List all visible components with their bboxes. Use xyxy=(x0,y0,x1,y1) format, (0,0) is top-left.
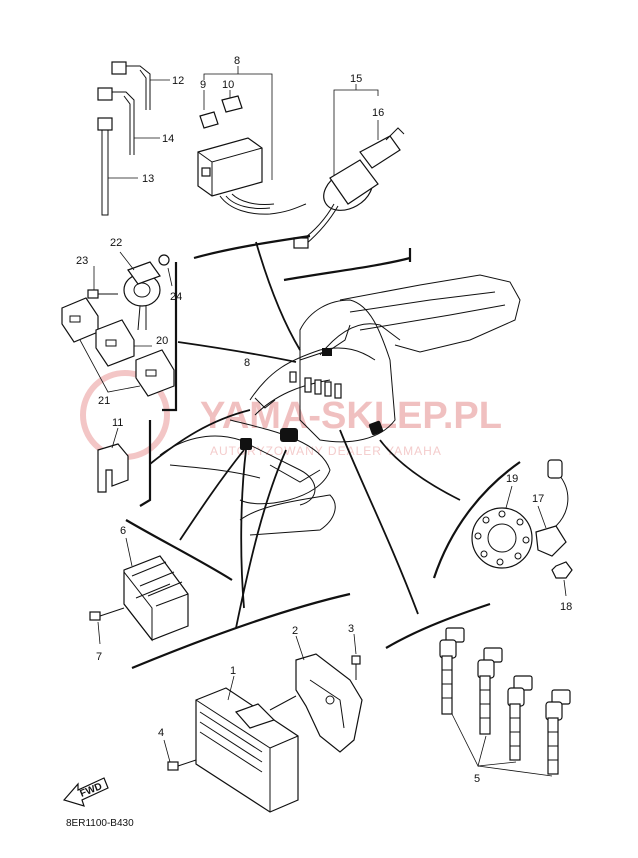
main-switch-group xyxy=(293,84,405,249)
pickup-coil-17 xyxy=(535,459,569,557)
horn-relay-group xyxy=(61,251,175,397)
callout-10: 10 xyxy=(222,79,234,91)
callout-23: 23 xyxy=(76,255,88,267)
bolt-4 xyxy=(167,759,197,771)
harness-connector-a xyxy=(280,428,298,442)
bracket-2 xyxy=(295,653,363,753)
callout-3: 3 xyxy=(348,623,354,635)
ignition-coils-group xyxy=(439,627,571,777)
ecu-1 xyxy=(195,687,299,813)
callout-21: 21 xyxy=(98,395,110,407)
relay-20 xyxy=(95,319,135,367)
callout-8: 8 xyxy=(234,55,240,67)
nut-18 xyxy=(551,561,573,579)
main-switch-body xyxy=(293,127,405,249)
harness-coil-connectors xyxy=(289,371,342,399)
fwd-label: FWD xyxy=(79,781,104,800)
watermark: YAMA-SKLEP.PL AUTORYZOWANY DEALER YAMAHA xyxy=(80,370,502,460)
rectifier-6 xyxy=(123,555,189,642)
fwd-arrow: FWD xyxy=(62,777,109,807)
rotor-19 xyxy=(471,507,533,569)
main-wire-harness xyxy=(240,323,401,450)
horn-22 xyxy=(123,261,161,331)
callout-12: 12 xyxy=(172,75,184,87)
fuse-10 xyxy=(221,95,243,113)
bolt-23 xyxy=(87,289,118,299)
callout-19: 19 xyxy=(506,473,518,485)
pickup-coil-group xyxy=(471,459,573,597)
callout-15: 15 xyxy=(350,73,362,85)
clamp-14 xyxy=(97,87,135,155)
clamp-12 xyxy=(111,61,151,110)
watermark-sub: AUTORYZOWANY DEALER YAMAHA xyxy=(210,444,442,458)
cable-tie-13 xyxy=(97,117,113,216)
callout-11: 11 xyxy=(112,417,123,429)
group-brackets xyxy=(125,234,521,670)
callout-16: 16 xyxy=(372,107,384,119)
fuse-box-body xyxy=(197,137,307,215)
callout-6: 6 xyxy=(120,525,126,537)
harness-connector-d xyxy=(322,348,332,356)
fuse-9 xyxy=(199,111,219,129)
callout-5: 5 xyxy=(474,773,480,785)
callout-13: 13 xyxy=(142,173,154,185)
callout-14: 14 xyxy=(162,133,174,145)
callout-8-harness: 8 xyxy=(244,357,250,369)
harness-connector-b xyxy=(240,438,252,450)
relay-a xyxy=(61,297,99,343)
harness-connector-c xyxy=(368,420,384,436)
ignition-coil-d xyxy=(545,689,571,775)
callout-7: 7 xyxy=(96,651,102,663)
callout-24: 24 xyxy=(170,291,182,303)
rectifier-group xyxy=(89,537,189,645)
callout-2: 2 xyxy=(292,625,298,637)
wire-clamps-group xyxy=(97,61,170,216)
relay-b xyxy=(135,349,175,397)
ignition-coil-a xyxy=(439,627,465,715)
callout-4: 4 xyxy=(158,727,164,739)
diagram-code: 8ER1100-B430 xyxy=(66,818,134,829)
feed-lines xyxy=(149,241,461,629)
ignition-coil-b xyxy=(477,647,503,735)
callout-20: 20 xyxy=(156,335,168,347)
callout-17: 17 xyxy=(532,493,544,505)
bolt-7 xyxy=(89,607,125,621)
callout-labels: 12 14 13 8 9 10 15 16 22 23 24 20 21 11 … xyxy=(76,55,572,785)
nut-24 xyxy=(158,254,170,266)
snowmobile-outline xyxy=(159,274,521,536)
callout-9: 9 xyxy=(200,79,206,91)
watermark-main: YAMA-SKLEP.PL xyxy=(200,395,502,437)
callout-22: 22 xyxy=(110,237,122,249)
callout-1: 1 xyxy=(230,665,236,677)
callout-18: 18 xyxy=(560,601,572,613)
ignition-coil-c xyxy=(507,675,533,761)
bolt-3 xyxy=(351,655,361,680)
bracket-11-group xyxy=(97,427,129,493)
ecu-group xyxy=(163,633,363,813)
fuse-box-group xyxy=(197,66,307,215)
